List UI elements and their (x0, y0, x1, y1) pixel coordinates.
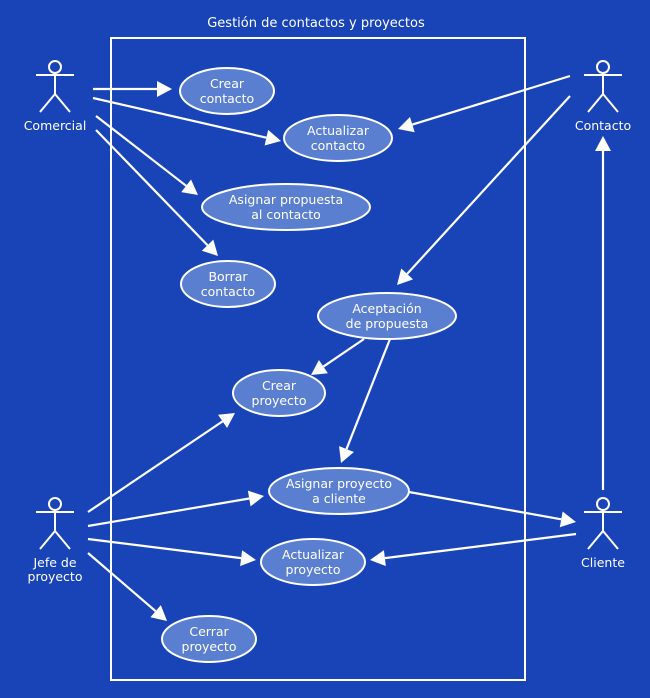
arrowhead-icon (150, 605, 167, 621)
arrowhead-icon (339, 446, 354, 463)
arrowhead-icon (397, 268, 414, 285)
use-case-label: a cliente (312, 491, 366, 506)
use-case-ellipse (260, 538, 366, 586)
arrowhead-icon (370, 550, 386, 567)
association-line (95, 129, 209, 246)
use-case-ellipse (232, 369, 326, 417)
association-line (345, 338, 392, 450)
association-line (92, 96, 267, 139)
association-aceptacion_propuesta-to-crear_proyecto (311, 338, 365, 375)
use-case-label: Crear (262, 378, 297, 393)
association-line (87, 537, 242, 560)
association-jefe-to-asignar_proyecto (87, 490, 264, 528)
use-case-label: contacto (200, 91, 254, 106)
association-line (87, 552, 157, 613)
actor-comercial: Comercial (24, 60, 87, 133)
stick-figure-icon (584, 60, 622, 113)
association-comercial-to-asignar_propuesta (95, 115, 198, 195)
use-case-label: de propuesta (346, 316, 429, 331)
use-case-label: Crear (210, 76, 245, 91)
use-case-label: Actualizar (282, 547, 345, 562)
arrowhead-icon (559, 511, 576, 528)
association-comercial-to-crear_contacto (93, 81, 172, 97)
use-case-label: Asignar propuesta (229, 192, 343, 207)
system-boundary (110, 37, 526, 681)
use-case-label: Asignar proyecto (286, 476, 392, 491)
association-contacto-to-aceptacion_propuesta (397, 95, 571, 285)
system-title: Gestión de contactos y proyectos (207, 16, 425, 31)
use-case-label: Cerrar (189, 624, 229, 639)
actor-label: proyecto (28, 569, 83, 584)
use-case-label: al contacto (251, 207, 321, 222)
stick-figure-icon (584, 497, 622, 550)
stick-figure-icon (36, 497, 74, 550)
use-case-label: contacto (311, 138, 365, 153)
use-case-ellipse (161, 615, 257, 663)
use-case-label: contacto (201, 284, 255, 299)
actor-label: Comercial (24, 118, 87, 133)
actor-label: Contacto (575, 118, 631, 133)
arrowhead-icon (247, 490, 264, 507)
association-cliente-to-actualizar_proyecto (370, 532, 577, 567)
association-comercial-to-borrar_contacto (95, 129, 218, 256)
arrowhead-icon (398, 116, 415, 133)
use-case-label: Actualizar (307, 123, 370, 138)
association-line (384, 532, 577, 560)
arrowhead-icon (181, 179, 198, 195)
association-contacto-to-actualizar_contacto (398, 74, 571, 133)
arrowhead-icon (218, 413, 235, 429)
association-line (95, 115, 187, 187)
actor-cliente: Cliente (581, 497, 625, 570)
use-case-label: proyecto (252, 393, 307, 408)
arrowhead-icon (595, 136, 611, 151)
use-case-ellipse (283, 114, 393, 162)
association-jefe-to-actualizar_proyecto (87, 537, 256, 567)
use-case-ellipse (179, 67, 275, 115)
association-line (412, 74, 571, 126)
association-line (87, 497, 250, 528)
use-case-ellipse (180, 260, 276, 308)
use-case-ellipse (268, 467, 410, 515)
arrowhead-icon (201, 239, 218, 256)
actor-contacto: Contacto (575, 60, 631, 133)
association-line (322, 338, 365, 368)
association-comercial-to-actualizar_contacto (92, 96, 281, 146)
arrowhead-icon (264, 129, 281, 146)
association-aceptacion_propuesta-to-asignar_proyecto (339, 338, 392, 463)
use-case-label: Aceptación (352, 301, 421, 316)
use-case-label: proyecto (286, 562, 341, 577)
use-case-label: proyecto (182, 639, 237, 654)
arrowhead-icon (311, 359, 328, 375)
use-case-label: Borrar (208, 269, 248, 284)
use-case-ellipse (317, 292, 457, 340)
association-jefe-to-cerrar_proyecto (87, 552, 167, 621)
association-line (406, 95, 571, 275)
actor-label: Jefe de (32, 555, 76, 570)
use-case-ellipse (201, 183, 371, 231)
association-line (87, 420, 224, 513)
arrowhead-icon (240, 550, 256, 567)
arrowhead-icon (157, 81, 172, 97)
stick-figure-icon (36, 60, 74, 113)
association-asignar_proyecto-to-cliente (408, 490, 576, 528)
actor-label: Cliente (581, 555, 625, 570)
association-jefe-to-crear_proyecto (87, 413, 235, 513)
association-cliente-to-contacto (595, 136, 611, 490)
association-line (408, 490, 562, 521)
